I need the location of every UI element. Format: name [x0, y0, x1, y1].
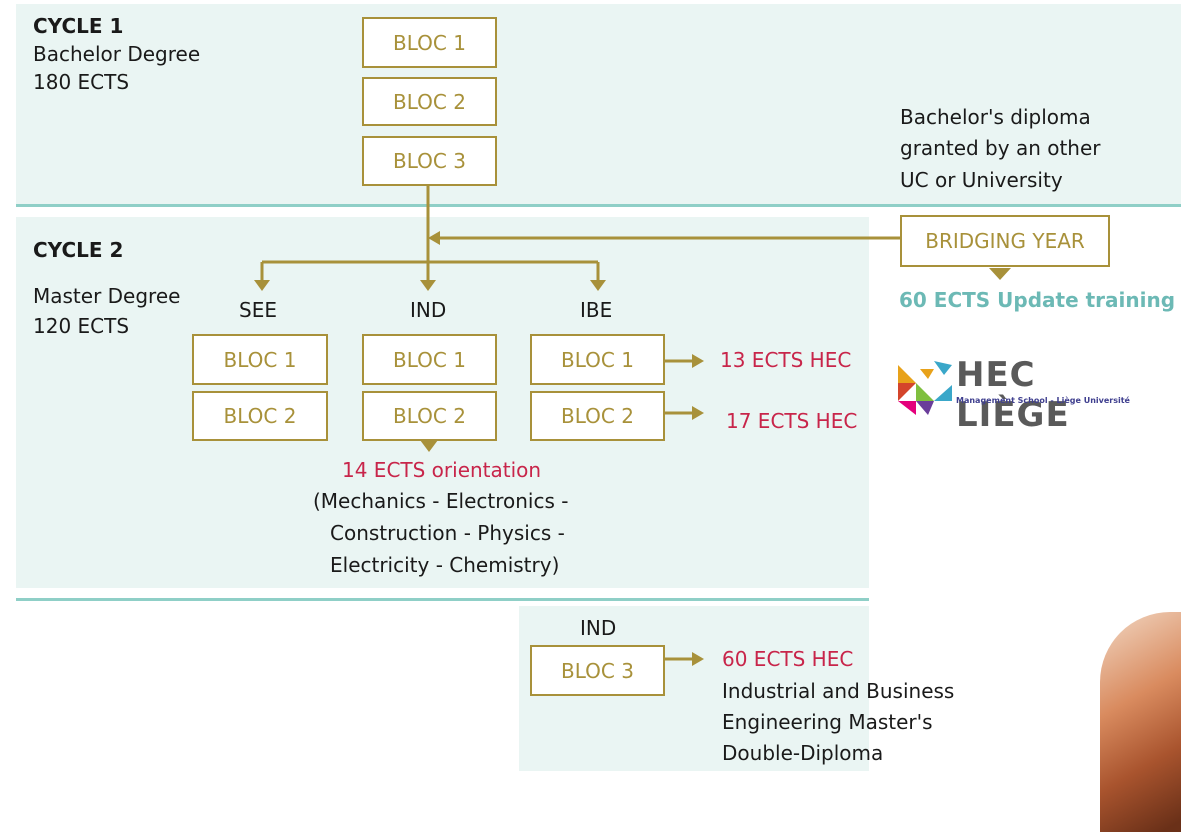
double-diploma-bloc3: BLOC 3 [530, 645, 665, 696]
cycle1-ects: 180 ECTS [33, 70, 130, 94]
bridging-year-box: BRIDGING YEAR [900, 215, 1110, 267]
track-ind-label: IND [410, 298, 447, 322]
ibe-bloc1-arrowhead [692, 354, 704, 368]
hec-logo-mark [898, 361, 952, 415]
ind-bloc2: BLOC 2 [362, 391, 497, 441]
cycle2-degree: Master Degree [33, 284, 181, 308]
see-bloc2: BLOC 2 [192, 391, 328, 441]
double-diploma-line1: Industrial and Business [722, 679, 955, 703]
ibe-bloc1-hec: 13 ECTS HEC [720, 348, 852, 372]
cycle2-title: CYCLE 2 [33, 238, 124, 262]
orientation-line3: Electricity - Chemistry) [330, 553, 560, 577]
ibe-bloc2-arrowhead [692, 406, 704, 420]
cycle2-divider [16, 598, 869, 601]
corner-photo [1100, 612, 1181, 832]
track-ibe-label: IBE [580, 298, 613, 322]
bloc3-arrowhead [692, 652, 704, 666]
double-diploma-hec: 60 ECTS HEC [722, 647, 854, 671]
ibe-bloc1: BLOC 1 [530, 334, 665, 385]
external-line1: Bachelor's diploma [900, 105, 1091, 129]
hec-logo-name: HEC LIÈGE [956, 355, 1070, 435]
cycle1-title: CYCLE 1 [33, 14, 124, 38]
track-see-label: SEE [239, 298, 277, 322]
see-arrowhead [254, 280, 270, 291]
double-diploma-track: IND [580, 616, 617, 640]
cycle1-bloc2: BLOC 2 [362, 77, 497, 126]
cycle1-divider [16, 204, 1181, 207]
cycle2-ects: 120 ECTS [33, 314, 130, 338]
orientation-line2: Construction - Physics - [330, 521, 565, 545]
cycle1-bloc1: BLOC 1 [362, 17, 497, 68]
connector-arrows [254, 182, 1011, 666]
ibe-bloc2-hec: 17 ECTS HEC [726, 409, 858, 433]
ibe-arrowhead [590, 280, 606, 291]
see-bloc1: BLOC 1 [192, 334, 328, 385]
double-diploma-line3: Double-Diploma [722, 741, 884, 765]
orientation-line1: (Mechanics - Electronics - [313, 489, 569, 513]
ind-down-marker [420, 440, 438, 452]
ind-bloc1: BLOC 1 [362, 334, 497, 385]
cycle1-panel [16, 4, 1181, 204]
bridging-down-marker [989, 268, 1011, 280]
external-line2: granted by an other [900, 136, 1101, 160]
bridging-arrowhead [428, 231, 440, 245]
update-training-label: 60 ECTS Update training [899, 288, 1176, 312]
external-line3: UC or University [900, 168, 1063, 192]
ibe-bloc2: BLOC 2 [530, 391, 665, 441]
ind-arrowhead [420, 280, 436, 291]
hec-logo-tagline: Management School - Liège Université [956, 396, 1130, 405]
cycle1-bloc3: BLOC 3 [362, 136, 497, 186]
hec-liege-logo: HEC LIÈGE Management School - Liège Univ… [898, 355, 1158, 435]
cycle1-degree: Bachelor Degree [33, 42, 201, 66]
orientation-title: 14 ECTS orientation [342, 458, 542, 482]
double-diploma-line2: Engineering Master's [722, 710, 933, 734]
